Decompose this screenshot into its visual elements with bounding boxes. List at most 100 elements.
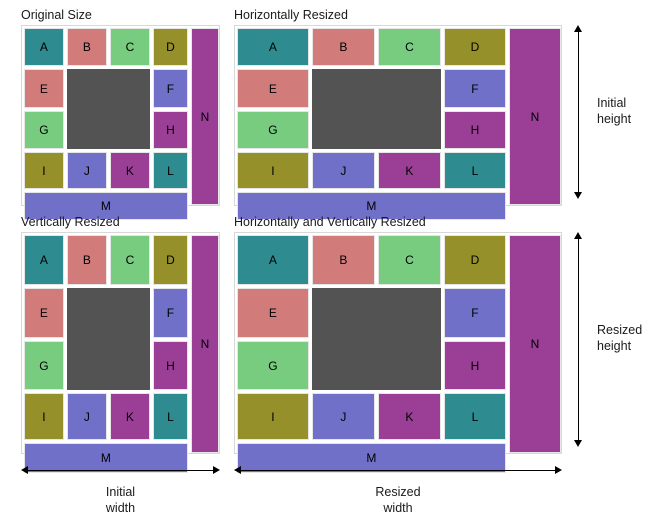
tile-M[interactable]: M: [24, 192, 188, 220]
tile-label-L: L: [167, 163, 174, 178]
tile-label-E: E: [268, 81, 278, 96]
tile-I[interactable]: I: [237, 152, 309, 189]
tile-K[interactable]: K: [110, 152, 150, 189]
tile-label-G: G: [268, 123, 278, 137]
tile-N[interactable]: N: [191, 28, 219, 205]
tile-D[interactable]: D: [153, 28, 188, 66]
layout-frame-vertically-resized: A B C D E F G H: [21, 232, 220, 473]
tile-D[interactable]: D: [444, 235, 506, 285]
tile-G[interactable]: G: [24, 341, 64, 390]
tile-A[interactable]: A: [237, 28, 309, 66]
tile-F[interactable]: F: [153, 69, 188, 108]
tile-E[interactable]: E: [237, 288, 309, 338]
tile-K[interactable]: K: [378, 393, 441, 440]
tile-D[interactable]: D: [153, 235, 188, 285]
layout-frame-horizontally-and-vertically-resized: A B C D E F G H: [234, 232, 562, 473]
resized-height-arrow: [570, 232, 586, 447]
tile-label-N: N: [200, 109, 210, 124]
tile-label-I: I: [42, 409, 46, 424]
tile-L[interactable]: L: [153, 152, 188, 189]
tile-J[interactable]: J: [312, 152, 375, 189]
tile-A[interactable]: A: [237, 235, 309, 285]
tile-label-L: L: [471, 163, 479, 178]
tile-M[interactable]: M: [24, 443, 188, 473]
tile-I[interactable]: I: [237, 393, 309, 440]
tile-K[interactable]: K: [378, 152, 441, 189]
tile-label-N: N: [530, 337, 540, 351]
tile-K[interactable]: K: [110, 393, 150, 440]
tile-G[interactable]: G: [237, 341, 309, 390]
tile-label-H: H: [166, 358, 175, 373]
tile-label-H: H: [470, 358, 480, 373]
tile-I[interactable]: I: [24, 393, 64, 440]
tile-D[interactable]: D: [444, 28, 506, 66]
tile-label-J: J: [340, 409, 347, 424]
tile-C[interactable]: C: [110, 235, 150, 285]
tile-label-C: C: [125, 40, 135, 54]
tile-C[interactable]: C: [378, 235, 441, 285]
panel-title-original-size: Original Size: [21, 8, 92, 22]
tile-F[interactable]: F: [444, 69, 506, 108]
initial-height-arrow: [570, 25, 586, 199]
tile-F[interactable]: F: [444, 288, 506, 338]
tile-label-M: M: [366, 199, 377, 213]
tile-M[interactable]: M: [237, 192, 506, 220]
tile-H[interactable]: H: [153, 111, 188, 149]
arrowhead-down-icon: [574, 440, 582, 447]
tile-E[interactable]: E: [237, 69, 309, 108]
tile-J[interactable]: J: [67, 152, 107, 189]
tile-N[interactable]: N: [191, 235, 219, 453]
tile-center-content[interactable]: [67, 288, 150, 390]
tile-L[interactable]: L: [444, 393, 506, 440]
tile-L[interactable]: L: [444, 152, 506, 189]
tile-center-content[interactable]: [67, 69, 150, 149]
tile-label-K: K: [405, 163, 414, 178]
tile-F[interactable]: F: [153, 288, 188, 338]
panel-vertically-resized: Vertically Resized A B C D E F G: [21, 215, 221, 473]
tile-label-I: I: [271, 163, 275, 178]
tile-label-I: I: [42, 163, 46, 178]
tile-N[interactable]: N: [509, 28, 561, 205]
tile-L[interactable]: L: [153, 393, 188, 440]
tile-B[interactable]: B: [67, 28, 107, 66]
arrowhead-right-icon: [555, 466, 562, 474]
tile-I[interactable]: I: [24, 152, 64, 189]
tile-J[interactable]: J: [67, 393, 107, 440]
tile-G[interactable]: G: [237, 111, 309, 149]
tile-M[interactable]: M: [237, 443, 506, 473]
tile-E[interactable]: E: [24, 288, 64, 338]
tile-A[interactable]: A: [24, 235, 64, 285]
tile-H[interactable]: H: [444, 111, 506, 149]
tile-label-A: A: [39, 253, 49, 267]
panel-title-vertically-resized: Vertically Resized: [21, 215, 120, 229]
panel-horizontally-resized: Horizontally Resized A B C D E F G: [234, 8, 564, 220]
tile-C[interactable]: C: [378, 28, 441, 66]
tile-label-F: F: [471, 306, 479, 320]
tile-label-F: F: [166, 306, 175, 320]
tile-label-A: A: [268, 253, 278, 267]
tile-A[interactable]: A: [24, 28, 64, 66]
tile-center-content[interactable]: [312, 69, 441, 149]
tile-label-K: K: [405, 409, 414, 424]
tile-label-C: C: [405, 253, 414, 267]
tile-B[interactable]: B: [312, 28, 375, 66]
arrowhead-up-icon: [574, 232, 582, 239]
tile-H[interactable]: H: [153, 341, 188, 390]
arrow-shaft: [577, 31, 579, 193]
tile-label-E: E: [39, 306, 49, 320]
tile-H[interactable]: H: [444, 341, 506, 390]
tile-C[interactable]: C: [110, 28, 150, 66]
tile-J[interactable]: J: [312, 393, 375, 440]
tile-label-B: B: [82, 253, 92, 267]
arrowhead-right-icon: [213, 466, 220, 474]
tile-G[interactable]: G: [24, 111, 64, 149]
tile-B[interactable]: B: [67, 235, 107, 285]
tile-label-B: B: [339, 40, 348, 54]
tile-center-content[interactable]: [312, 288, 441, 390]
tile-label-D: D: [166, 40, 175, 54]
panel-title-horizontally-resized: Horizontally Resized: [234, 8, 348, 22]
tile-N[interactable]: N: [509, 235, 561, 453]
tile-E[interactable]: E: [24, 69, 64, 108]
tile-B[interactable]: B: [312, 235, 375, 285]
